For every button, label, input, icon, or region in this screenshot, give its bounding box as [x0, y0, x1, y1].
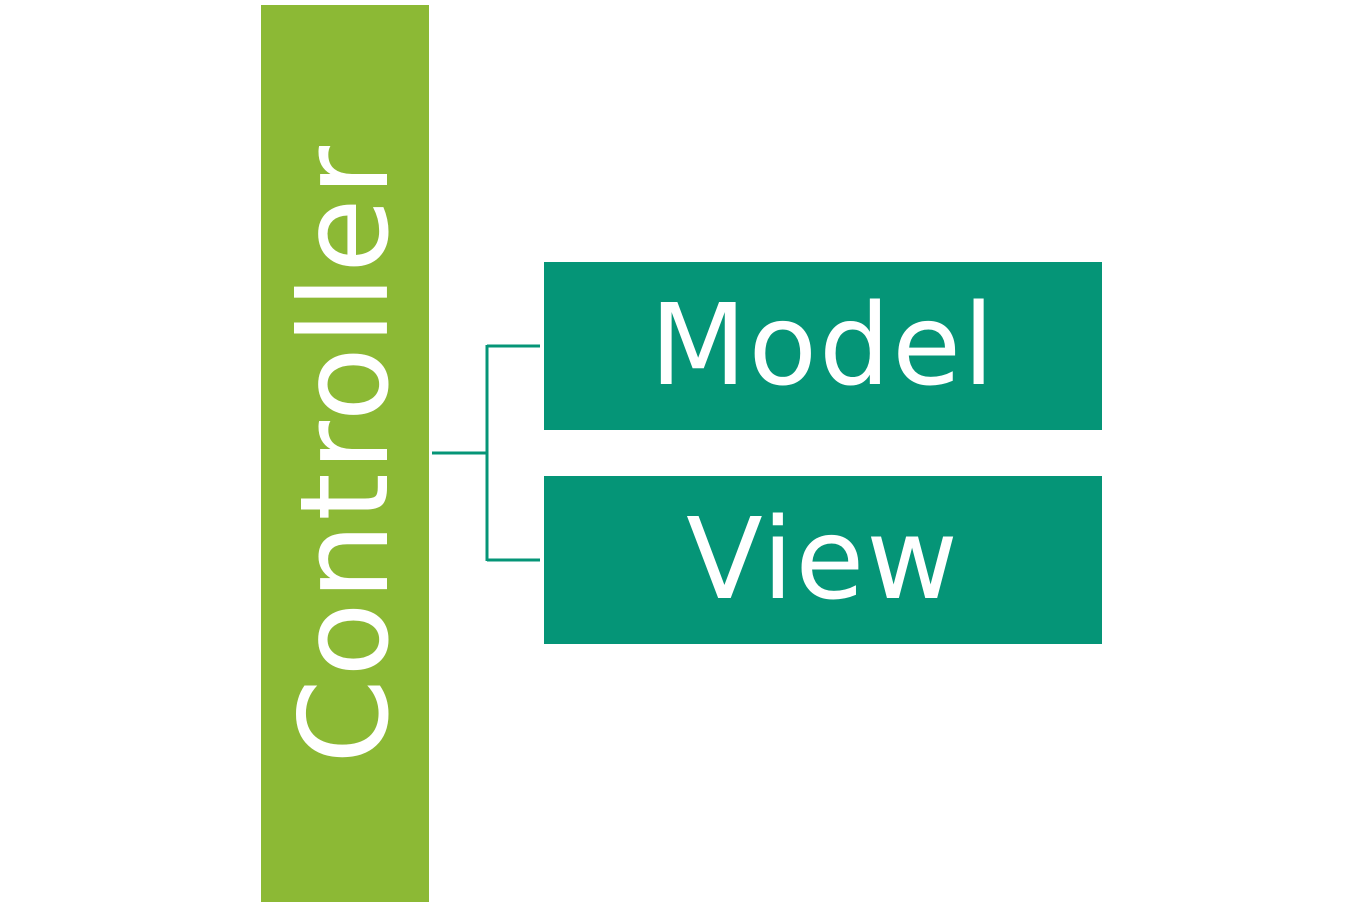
- view-node: View: [544, 476, 1102, 644]
- view-label: View: [686, 495, 960, 625]
- controller-node: Controller: [261, 5, 429, 902]
- model-label: Model: [649, 281, 997, 411]
- model-node: Model: [544, 262, 1102, 430]
- controller-label: Controller: [274, 143, 416, 764]
